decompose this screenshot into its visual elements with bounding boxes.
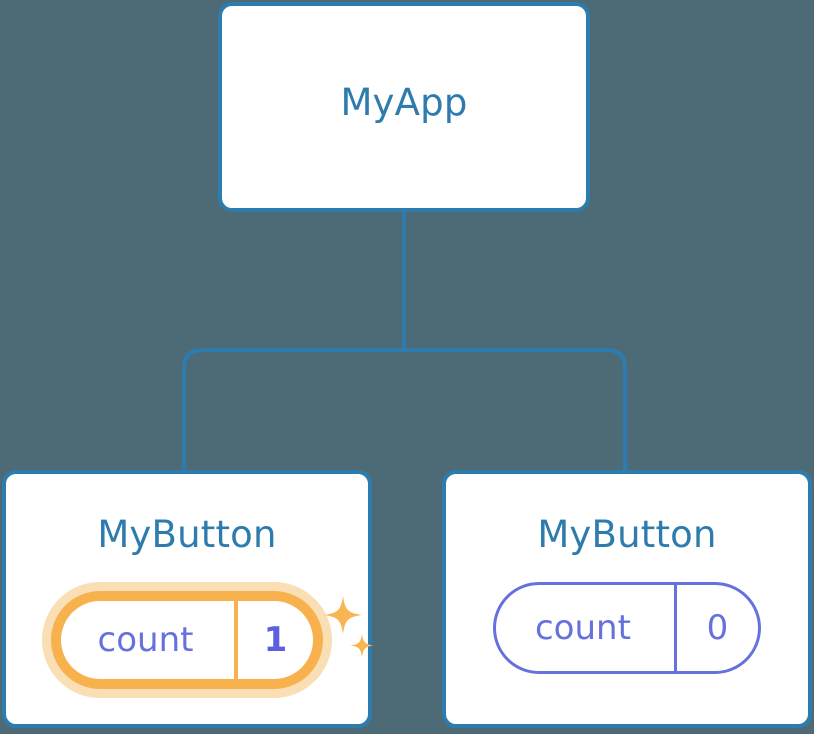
prop-pill[interactable]: count 0 bbox=[493, 582, 761, 674]
node-title: MyButton bbox=[97, 513, 277, 556]
highlight-inner-fill bbox=[61, 601, 313, 679]
prop-pill-container: count 0 bbox=[493, 582, 761, 674]
prop-divider bbox=[234, 601, 238, 679]
prop-divider bbox=[673, 585, 677, 671]
tree-node-child-0[interactable]: MyButton count 1 bbox=[2, 470, 374, 728]
connector-branch-to-child-left bbox=[182, 348, 404, 472]
tree-node-root[interactable]: MyApp bbox=[218, 2, 590, 212]
connector-branch-to-child-right bbox=[404, 348, 627, 472]
node-title: MyApp bbox=[340, 81, 468, 124]
prop-pill[interactable]: count 1 bbox=[61, 601, 313, 679]
prop-pill-highlighted[interactable]: count 1 bbox=[42, 582, 374, 698]
node-title: MyButton bbox=[537, 513, 717, 556]
prop-pill-container: count 1 bbox=[42, 582, 374, 698]
prop-key: count bbox=[534, 608, 631, 648]
sparkle-small-icon bbox=[350, 634, 374, 657]
prop-value: 0 bbox=[706, 608, 729, 648]
prop-value: 1 bbox=[263, 620, 288, 660]
tree-node-child-1[interactable]: MyButton count 0 bbox=[442, 470, 812, 728]
prop-key: count bbox=[97, 620, 194, 660]
